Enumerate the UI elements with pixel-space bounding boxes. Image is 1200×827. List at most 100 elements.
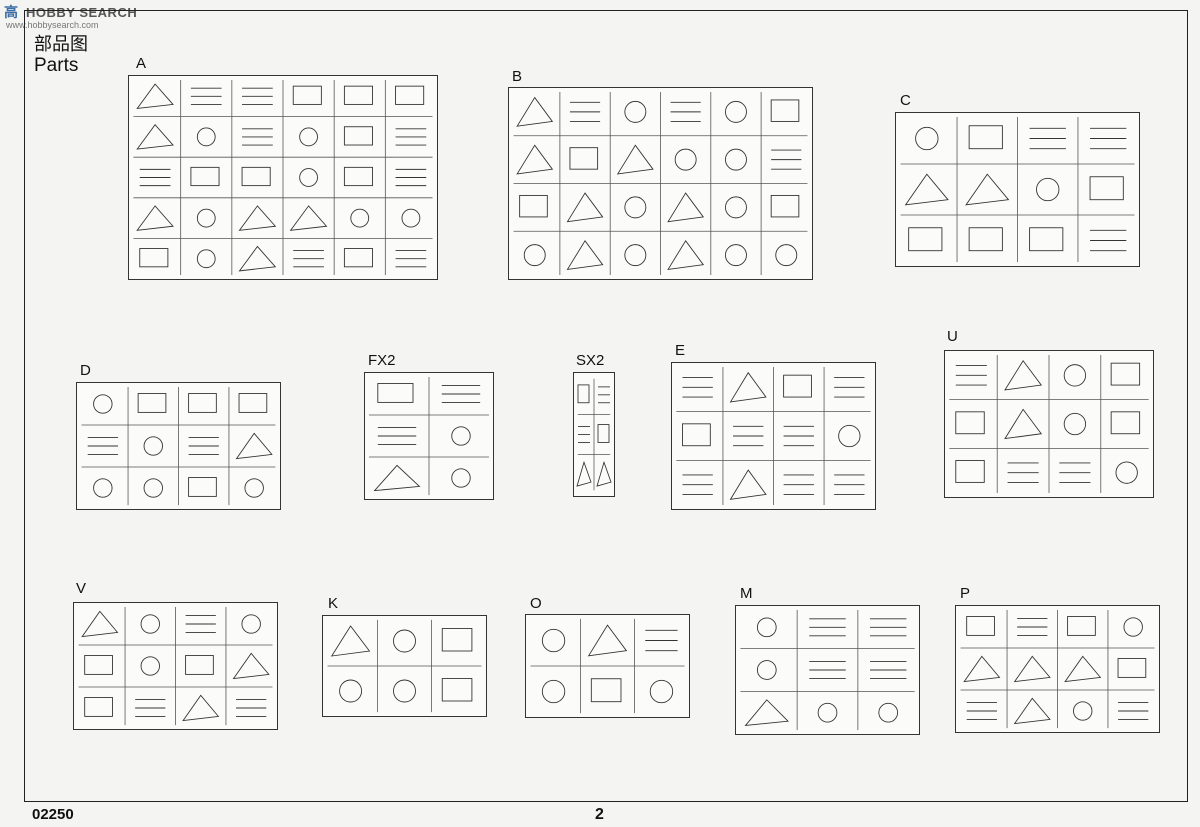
sprue-part-line [339, 679, 363, 703]
sprue-part-line [343, 166, 373, 187]
sprue-part-line [1013, 655, 1051, 683]
sprue-part-line [190, 166, 220, 187]
sprue-part-line [373, 464, 421, 492]
sprue-p [955, 605, 1160, 733]
sprue-part-line [136, 124, 174, 150]
sprue-part-line [516, 144, 554, 175]
sprue-part-line [451, 426, 471, 446]
sprue-fx2 [364, 372, 494, 500]
sprue-part-line [770, 99, 800, 122]
sprue-part-line [1013, 697, 1051, 725]
sprue-part-line [182, 694, 220, 722]
sprue-part-line [188, 477, 217, 497]
sprue-part-line [441, 678, 473, 702]
sprue-part-line [674, 148, 697, 171]
sprue-b [508, 87, 813, 280]
sprue-part-line [238, 393, 268, 413]
sprue-part-line [393, 629, 416, 653]
sprue-part-line [185, 655, 214, 675]
sprue-c [895, 112, 1140, 267]
sprue-part-line [682, 423, 711, 447]
sprue-part-line [238, 245, 277, 272]
sprue-part-line [541, 679, 566, 704]
sprue-part-line [966, 616, 995, 636]
sprue-part-line [1089, 176, 1124, 201]
sprue-label-m: M [740, 585, 753, 602]
sprue-part-line [519, 194, 548, 218]
sprue-part-line [729, 371, 767, 403]
sprue-part-line [244, 478, 264, 498]
sprue-part-line [541, 628, 566, 653]
sprue-part-line [904, 173, 949, 206]
sprue-part-line [915, 126, 939, 151]
sprue-part-line [377, 383, 414, 403]
sprue-part-line [576, 460, 592, 487]
sprue-label-o: O [530, 595, 542, 612]
sprue-part-line [725, 244, 747, 267]
sprue-part-line [241, 614, 261, 634]
sprue-part-line [616, 144, 654, 175]
sprue-a [128, 75, 438, 280]
sprue-part-line [963, 655, 1001, 683]
sprue-label-a: A [136, 55, 147, 72]
title-chinese: 部品图 [34, 34, 88, 55]
sprue-part-line [566, 192, 604, 223]
watermark-logo: 高 [4, 5, 18, 21]
sprue-part-line [878, 702, 899, 723]
sprue-part-line [93, 394, 113, 414]
title-english: Parts [34, 55, 79, 76]
sprue-part-line [744, 699, 790, 727]
sprue-part-line [140, 614, 160, 634]
sprue-e [671, 362, 876, 510]
sprue-part-line [624, 196, 647, 219]
sprue-part-line [289, 205, 328, 231]
sprue-part-line [566, 240, 604, 271]
sprue-part-line [395, 85, 425, 105]
sprue-part-line [725, 196, 747, 219]
sprue-part-line [725, 100, 747, 123]
sprue-part-line [136, 205, 174, 231]
sprue-k [322, 615, 487, 717]
sprue-part-line [1063, 364, 1087, 387]
sprue-part-line [81, 610, 119, 638]
sprue-part-line [136, 83, 174, 110]
watermark: 高 HOBBY SEARCH [4, 2, 137, 22]
sprue-part-line [649, 679, 674, 704]
sprue-part-line [292, 85, 322, 105]
sprue-part-line [667, 192, 705, 223]
sprue-part-line [597, 424, 610, 443]
sprue-m [735, 605, 920, 735]
sprue-part-line [350, 208, 370, 228]
sprue-part-line [624, 100, 647, 123]
sprue-part-line [516, 96, 554, 127]
sprue-u [944, 350, 1154, 498]
sprue-part-line [238, 205, 277, 231]
sprue-label-u: U [947, 328, 958, 345]
sprue-label-v: V [76, 580, 87, 597]
page-frame [24, 10, 1188, 802]
watermark-text: HOBBY SEARCH [26, 4, 138, 20]
sprue-part-line [299, 127, 318, 147]
sprue-part-line [756, 617, 777, 638]
sprue-part-line [235, 432, 273, 460]
sprue-part-line [770, 194, 800, 218]
sprue-part-line [1110, 411, 1141, 435]
sprue-part-line [84, 655, 113, 675]
sprue-part-line [667, 240, 705, 271]
sprue-o [525, 614, 690, 718]
sprue-part-line [775, 244, 798, 267]
sprue-part-line [624, 244, 647, 267]
sprue-part-line [577, 384, 590, 404]
sprue-part-line [968, 125, 1003, 150]
sprue-part-line [343, 126, 373, 146]
sprue-part-line [1029, 227, 1064, 252]
sprue-part-line [330, 625, 371, 657]
sprue-part-line [241, 166, 271, 187]
sprue-part-line [1115, 461, 1138, 484]
sprue-part-line [729, 469, 767, 500]
sprue-label-c: C [900, 92, 911, 109]
sprue-part-line [968, 227, 1003, 252]
sprue-part-line [139, 248, 169, 268]
sprue-part-line [1064, 655, 1102, 683]
sprue-part-line [196, 208, 216, 228]
